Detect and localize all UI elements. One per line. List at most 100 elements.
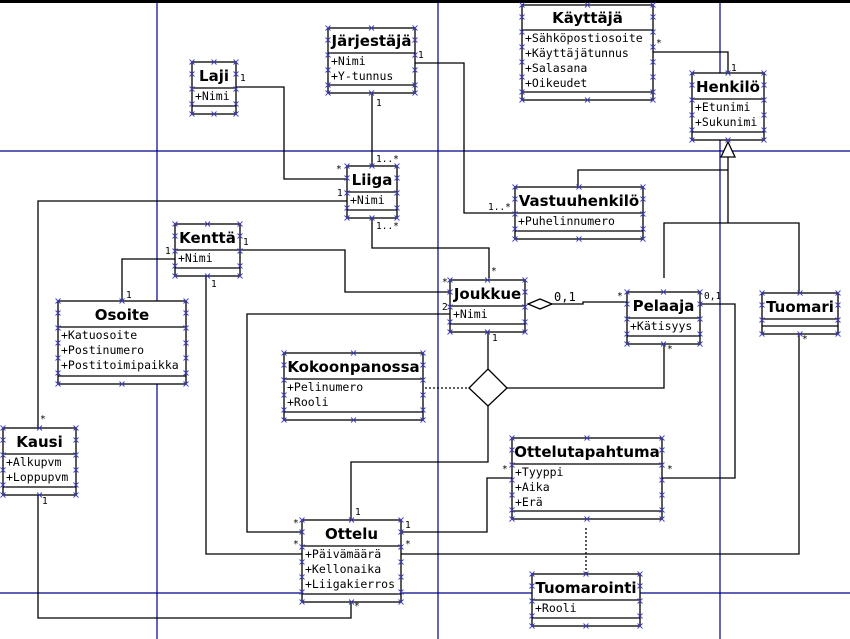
resize-handle[interactable]	[509, 435, 515, 441]
resize-handle[interactable]	[325, 37, 331, 43]
resize-handle[interactable]	[725, 70, 731, 76]
resize-handle[interactable]	[172, 221, 178, 227]
resize-handle[interactable]	[183, 325, 189, 331]
resize-handle[interactable]	[659, 477, 665, 483]
resize-handle[interactable]	[529, 623, 535, 629]
resize-handle[interactable]	[835, 290, 841, 296]
resize-handle[interactable]	[233, 111, 239, 117]
resize-handle[interactable]	[420, 377, 426, 383]
resize-handle[interactable]	[484, 329, 491, 335]
resize-handle[interactable]	[183, 298, 189, 304]
class-box[interactable]	[2, 427, 77, 496]
resize-handle[interactable]	[189, 59, 195, 65]
resize-handle[interactable]	[344, 190, 350, 196]
resize-handle[interactable]	[420, 362, 426, 368]
resize-handle[interactable]	[420, 417, 426, 423]
resize-handle[interactable]	[761, 97, 767, 103]
resize-handle[interactable]	[237, 233, 243, 239]
resize-handle[interactable]	[299, 544, 305, 550]
class-laji[interactable]: Laji+Nimi	[189, 59, 239, 117]
resize-handle[interactable]	[509, 462, 515, 468]
resize-handle[interactable]	[519, 14, 525, 20]
resize-handle[interactable]	[211, 59, 217, 65]
resize-handle[interactable]	[233, 86, 239, 92]
resize-handle[interactable]	[761, 137, 767, 143]
resize-handle[interactable]	[204, 221, 211, 227]
class-box[interactable]	[761, 292, 839, 335]
resize-handle[interactable]	[624, 301, 630, 307]
resize-handle[interactable]	[447, 304, 453, 310]
resize-handle[interactable]	[519, 29, 525, 35]
resize-handle[interactable]	[761, 127, 767, 133]
edge-kentta-osoite[interactable]	[121, 258, 175, 301]
edge-joukkue-ottelu[interactable]	[246, 313, 450, 533]
resize-handle[interactable]	[835, 331, 841, 337]
resize-handle[interactable]	[640, 226, 646, 232]
resize-handle[interactable]	[183, 355, 189, 361]
resize-handle[interactable]	[237, 263, 243, 269]
resize-handle[interactable]	[761, 82, 767, 88]
resize-handle[interactable]	[484, 277, 491, 283]
resize-handle[interactable]	[172, 273, 178, 279]
resize-handle[interactable]	[172, 233, 178, 239]
resize-handle[interactable]	[204, 273, 211, 279]
resize-handle[interactable]	[522, 277, 528, 283]
resize-handle[interactable]	[640, 196, 646, 202]
resize-handle[interactable]	[689, 127, 695, 133]
class-joukkue[interactable]: Joukkue+Nimi	[447, 277, 528, 335]
resize-handle[interactable]	[344, 215, 350, 221]
class-vastuuhenkilo[interactable]: Vastuuhenkilö+Puhelinnumero	[512, 184, 646, 242]
resize-handle[interactable]	[659, 462, 665, 468]
resize-handle[interactable]	[55, 298, 61, 304]
resize-handle[interactable]	[73, 482, 79, 488]
resize-handle[interactable]	[281, 377, 287, 383]
class-pelaaja[interactable]: Pelaaja+Kätisyys	[624, 289, 703, 347]
resize-handle[interactable]	[519, 74, 525, 80]
resize-handle[interactable]	[412, 90, 418, 96]
resize-handle[interactable]	[584, 2, 591, 8]
resize-handle[interactable]	[659, 447, 665, 453]
resize-handle[interactable]	[512, 184, 518, 190]
resize-handle[interactable]	[835, 302, 841, 308]
resize-handle[interactable]	[325, 67, 331, 73]
resize-handle[interactable]	[394, 190, 400, 196]
resize-handle[interactable]	[650, 59, 656, 65]
resize-handle[interactable]	[650, 97, 656, 103]
resize-handle[interactable]	[637, 613, 643, 619]
resize-handle[interactable]	[55, 381, 61, 387]
edge-kausi-ottelu[interactable]	[37, 493, 352, 619]
edge-nary-ottelu[interactable]	[350, 406, 489, 520]
resize-handle[interactable]	[0, 425, 6, 431]
resize-handle[interactable]	[584, 435, 590, 441]
resize-handle[interactable]	[412, 67, 418, 73]
resize-handle[interactable]	[119, 298, 125, 304]
edge-kayttaja-henkilo[interactable]	[653, 51, 729, 73]
resize-handle[interactable]	[761, 70, 767, 76]
resize-handle[interactable]	[55, 340, 61, 346]
class-kentta[interactable]: Kenttä+Nimi	[172, 221, 243, 279]
resize-handle[interactable]	[689, 82, 695, 88]
edge-vastuuhenkilo-henkilo[interactable]	[577, 169, 728, 187]
resize-handle[interactable]	[576, 184, 582, 190]
class-ottelutapahtuma[interactable]: Ottelutapahtuma+Tyyppi+Aika+Erä	[509, 435, 665, 522]
resize-handle[interactable]	[447, 289, 453, 295]
class-ottelu[interactable]: Ottelu+Päivämäärä+Kellonaika+Liigakierro…	[299, 517, 404, 605]
resize-handle[interactable]	[0, 482, 6, 488]
edge-joukkue-pelaaja[interactable]	[551, 301, 627, 305]
resize-handle[interactable]	[650, 74, 656, 80]
resize-handle[interactable]	[299, 574, 305, 580]
resize-handle[interactable]	[233, 101, 239, 107]
resize-handle[interactable]	[660, 341, 667, 347]
resize-handle[interactable]	[233, 59, 239, 65]
resize-handle[interactable]	[689, 112, 695, 118]
resize-handle[interactable]	[398, 574, 404, 580]
resize-handle[interactable]	[584, 516, 590, 522]
resize-handle[interactable]	[348, 517, 355, 523]
class-henkilo[interactable]: Henkilö+Etunimi+Sukunimi	[689, 70, 767, 143]
resize-handle[interactable]	[659, 435, 665, 441]
resize-handle[interactable]	[73, 452, 79, 458]
resize-handle[interactable]	[509, 477, 515, 483]
resize-handle[interactable]	[759, 290, 765, 296]
resize-handle[interactable]	[697, 316, 703, 322]
resize-handle[interactable]	[211, 111, 217, 117]
